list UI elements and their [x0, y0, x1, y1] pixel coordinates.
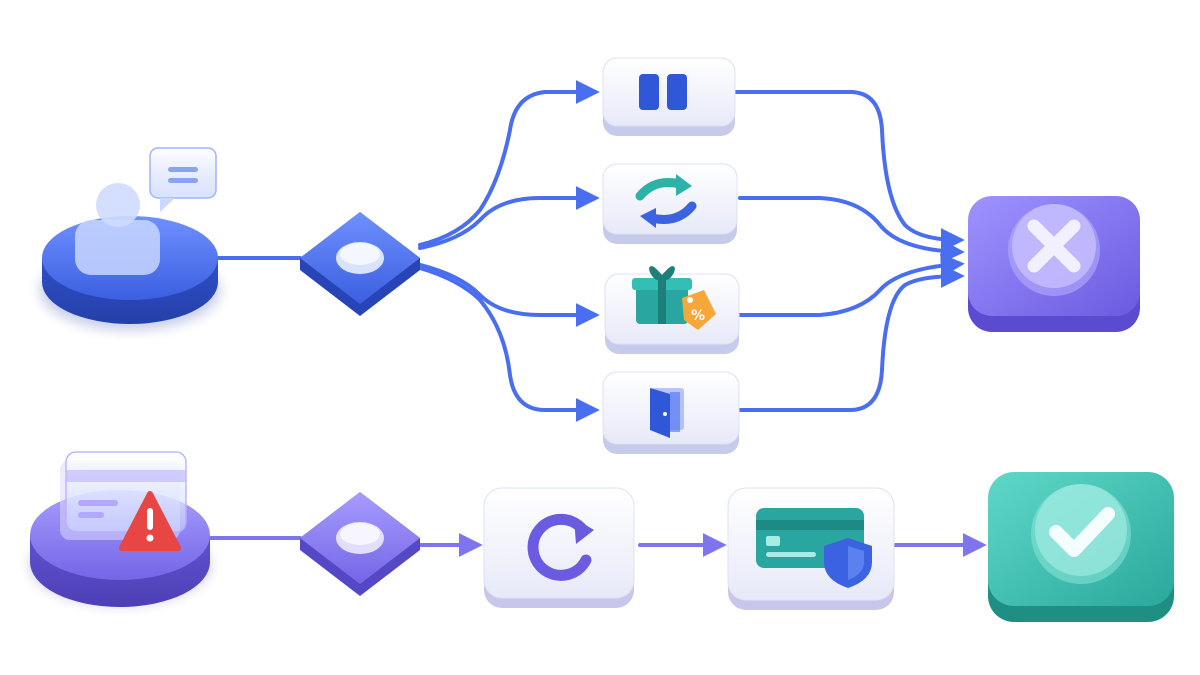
swap-plan-icon: [635, 174, 697, 228]
connector-decision-to-exit: [418, 266, 600, 422]
step-card-secure-payment[interactable]: [727, 487, 895, 610]
top-decision-node[interactable]: [300, 212, 420, 316]
bottom-flow-connectors: [203, 533, 987, 557]
cancel-x-icon: [1008, 204, 1100, 296]
cancel-end-node[interactable]: [968, 196, 1140, 332]
success-check-icon: [1031, 484, 1131, 584]
connector-gift-to-cancel: [738, 253, 965, 317]
option-card-pause[interactable]: [602, 57, 736, 136]
svg-text:%: %: [691, 308, 705, 324]
option-card-swap[interactable]: [602, 163, 738, 244]
connector-exit-to-cancel: [738, 264, 965, 412]
exit-door-icon: [650, 388, 684, 438]
connector-pause-to-cancel: [733, 90, 965, 252]
connector-decision-to-gift: [418, 263, 600, 327]
gift-discount-icon: %: [632, 266, 716, 330]
option-card-gift[interactable]: %: [604, 266, 740, 354]
failed-card-alert-icon: [60, 451, 187, 551]
decision-diamond-icon: [336, 242, 384, 274]
option-card-exit[interactable]: [602, 371, 740, 454]
user-start-node[interactable]: [40, 147, 220, 330]
top-flow-connectors: [208, 80, 965, 422]
retry-icon: [527, 513, 594, 581]
success-end-node[interactable]: [988, 472, 1174, 622]
step-card-retry[interactable]: [483, 487, 635, 608]
connector-decision-to-pause: [418, 80, 600, 247]
connector-swap-to-cancel: [738, 196, 965, 264]
decision-diamond-icon: [336, 522, 384, 554]
payment-alert-start-node[interactable]: [30, 451, 210, 607]
pause-icon: [639, 74, 687, 110]
connector-decision-to-swap: [418, 186, 600, 250]
secure-card-icon: [756, 508, 872, 588]
user-chat-icon: [75, 147, 217, 275]
bottom-decision-node[interactable]: [300, 492, 420, 596]
